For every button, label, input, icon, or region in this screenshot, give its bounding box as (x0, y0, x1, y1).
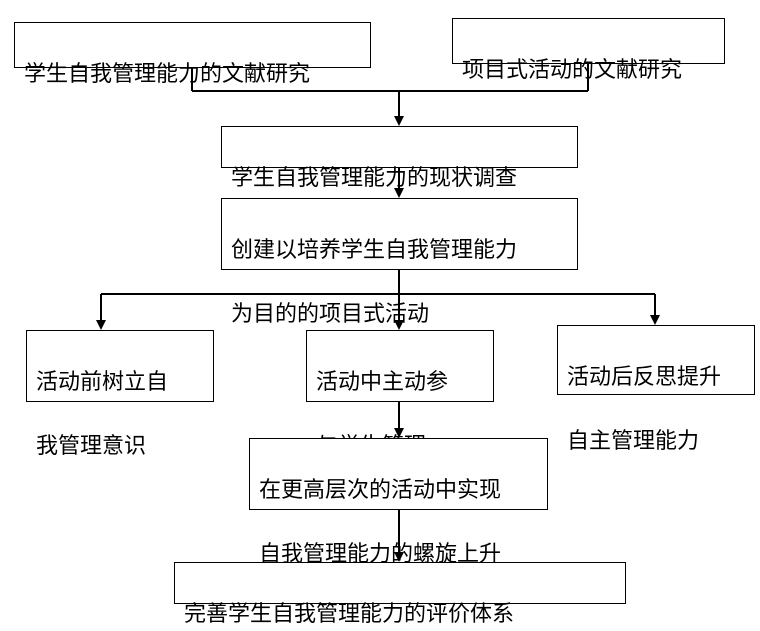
node-label: 学生自我管理能力的现状调查 (231, 166, 518, 191)
node-label-line2: 我管理意识 (36, 434, 147, 459)
node-label-line1: 活动后反思提升 (567, 365, 722, 390)
node-label: 学生自我管理能力的文献研究 (24, 62, 311, 87)
node-before-activity: 活动前树立自 我管理意识 (26, 330, 214, 459)
node-literature-project-activity: 项目式活动的文献研究 (452, 18, 725, 83)
node-during-activity: 活动中主动参 与学生管理 (306, 330, 494, 459)
node-label-line2: 自主管理能力 (567, 429, 700, 454)
node-create-project-activity: 创建以培养学生自我管理能力 为目的的项目式活动 (221, 198, 578, 327)
node-label-line1: 活动中主动参 (316, 370, 449, 395)
node-spiral-improvement: 在更高层次的活动中实现 自我管理能力的螺旋上升 (249, 438, 548, 567)
node-literature-self-management: 学生自我管理能力的文献研究 (14, 22, 371, 87)
node-label-line2: 为目的的项目式活动 (231, 302, 430, 327)
node-label: 完善学生自我管理能力的评价体系 (184, 602, 515, 627)
node-label: 项目式活动的文献研究 (462, 58, 683, 83)
node-evaluation-system: 完善学生自我管理能力的评价体系 (174, 562, 626, 627)
node-label-line1: 活动前树立自 (36, 370, 169, 395)
node-label-line1: 创建以培养学生自我管理能力 (231, 238, 518, 263)
node-label-line1: 在更高层次的活动中实现 (259, 478, 502, 503)
node-after-activity: 活动后反思提升 自主管理能力 (557, 325, 755, 454)
node-status-survey: 学生自我管理能力的现状调查 (221, 126, 578, 191)
